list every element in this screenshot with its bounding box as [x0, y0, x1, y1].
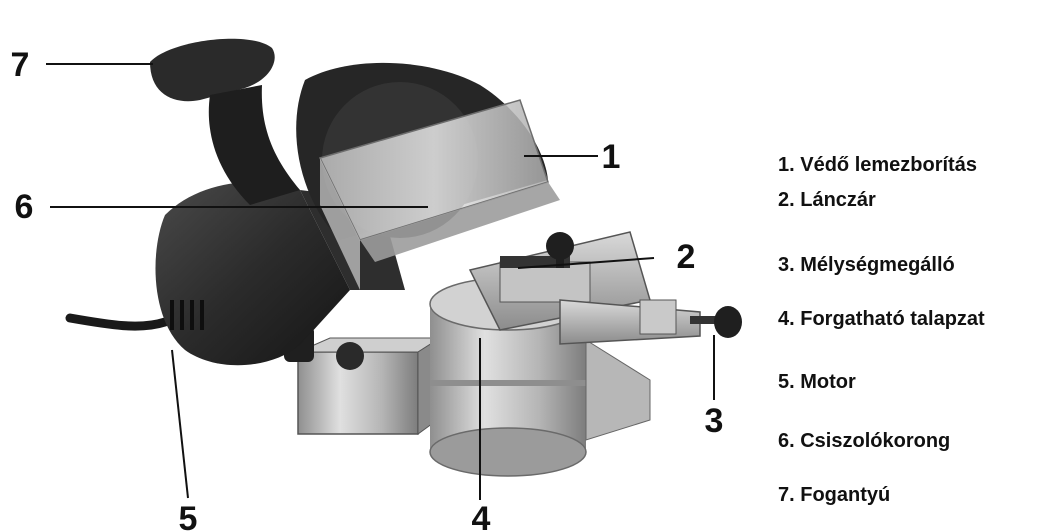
legend-item-7: 7. Fogantyú [778, 484, 891, 506]
legend-item-2: 2. Lánczár [778, 189, 876, 211]
protective-cover [318, 99, 560, 290]
callout-number-5: 5 [179, 500, 198, 532]
leader-line-5 [171, 349, 189, 499]
legend-item-6: 6. Csiszolókorong [778, 430, 951, 452]
callout-number-1: 1 [602, 138, 621, 176]
handle [150, 38, 300, 205]
callout-number-2: 2 [677, 238, 696, 276]
legend-item-3: 3. Mélységmegálló [778, 254, 955, 276]
leader-lines [46, 63, 715, 500]
depth-rail [559, 299, 742, 345]
leader-line-2 [517, 257, 655, 269]
legend-item-4: 4. Forgatható talapzat [778, 308, 985, 330]
callout-number-7: 7 [11, 46, 30, 84]
power-cable [65, 313, 170, 331]
callout-number-3: 3 [705, 402, 724, 440]
callout-number-6: 6 [15, 188, 34, 226]
left-base-block [284, 326, 442, 435]
callout-number-4: 4 [472, 500, 491, 532]
legend-item-1: 1. Védő lemezborítás [778, 154, 977, 176]
legend-item-5: 5. Motor [778, 371, 856, 393]
